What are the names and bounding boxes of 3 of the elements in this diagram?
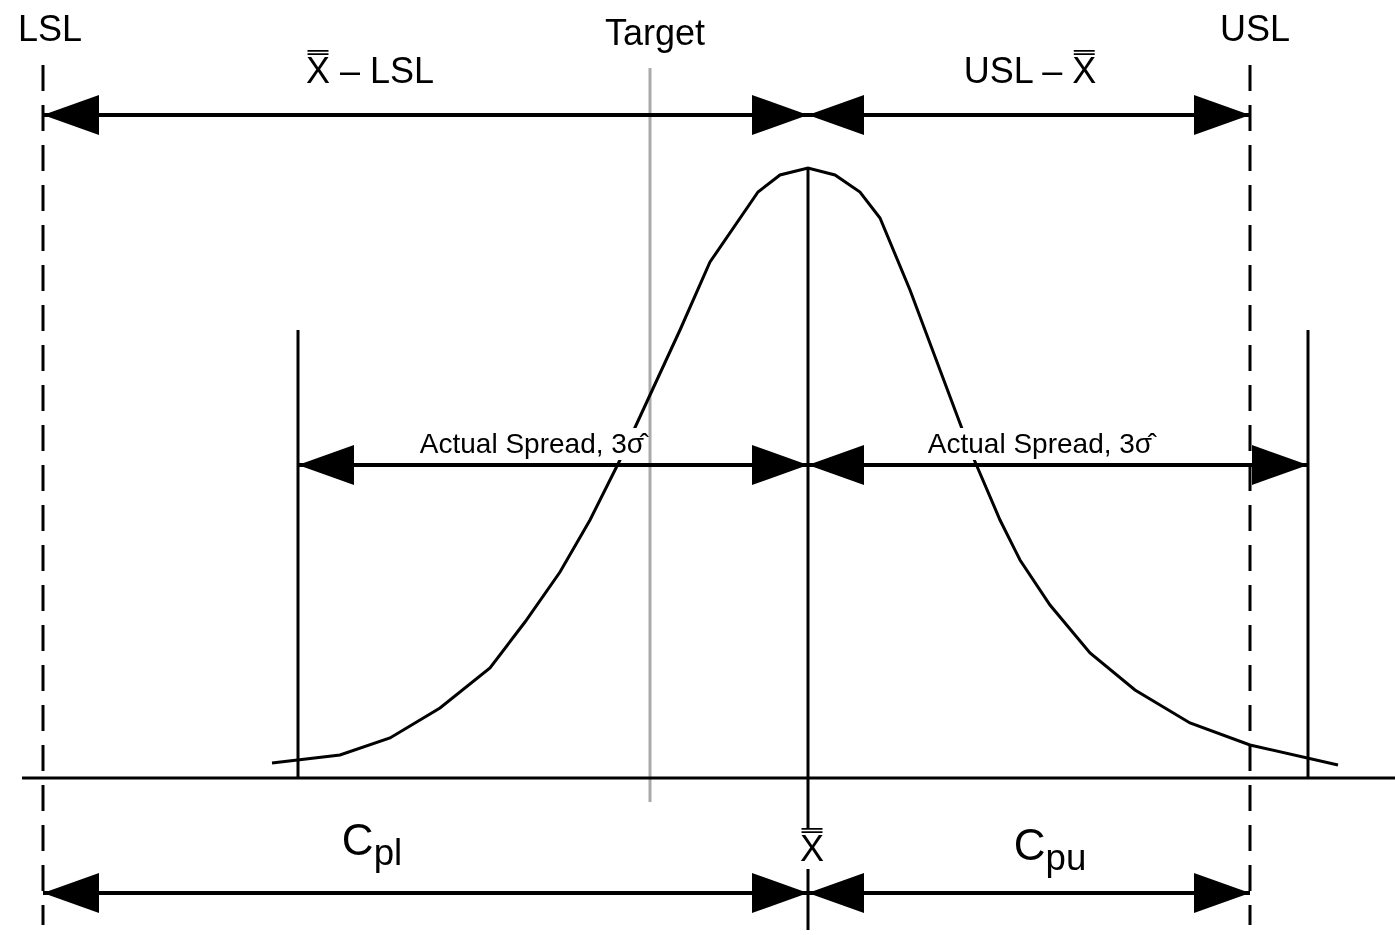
mean-label: X̿ (798, 828, 826, 870)
spread-label: Actual Spread, 3σ̂ (925, 428, 1155, 461)
spread-label: Actual Spread, 3σ̂ (417, 428, 647, 461)
